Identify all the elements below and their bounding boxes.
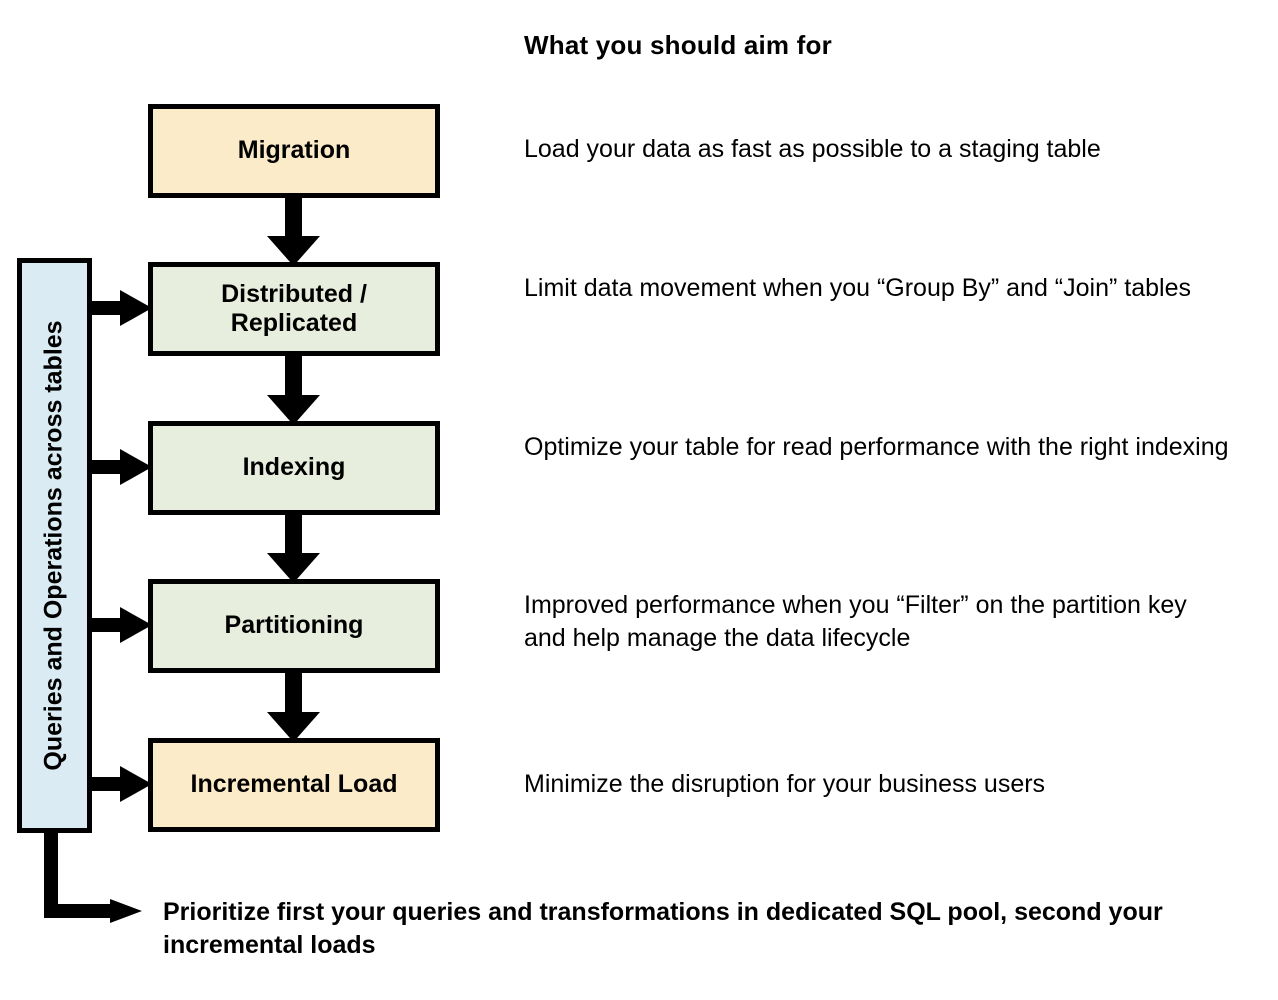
arrow-migration-to-distributed <box>267 196 320 266</box>
description-migration: Load your data as fast as possible to a … <box>524 135 1101 163</box>
arrow-sidebar-to-partitioning <box>88 607 152 643</box>
description-distributed-replicated: Limit data movement when you “Group By” … <box>524 274 1191 302</box>
takeaway-text: Prioritize first your queries and transf… <box>163 898 1163 960</box>
arrow-sidebar-to-takeaway <box>44 833 142 923</box>
process-box-distributed-line-2: Replicated <box>230 309 358 337</box>
queries-operations-band: Queries and Operations across tables <box>17 258 92 833</box>
arrow-distributed-to-indexing <box>267 354 320 425</box>
arrow-partitioning-to-incremental <box>267 671 320 742</box>
arrow-sidebar-to-indexing <box>88 449 152 485</box>
description-partitioning: Improved performance when you “Filter” o… <box>524 591 1187 653</box>
process-box-distributed-line-1: Distributed / <box>221 279 367 308</box>
description-indexing: Optimize your table for read performance… <box>524 433 1229 461</box>
process-box-migration[interactable]: Migration <box>148 104 440 198</box>
process-box-incremental-load[interactable]: Incremental Load <box>148 738 440 832</box>
process-box-distributed-replicated-label: Distributed / Replicated <box>221 280 367 339</box>
description-incremental-load: Minimize the disruption for your busines… <box>524 770 1046 798</box>
arrow-sidebar-to-incremental <box>88 766 152 802</box>
process-box-indexing-label: Indexing <box>242 453 346 482</box>
arrow-indexing-to-partitioning <box>267 513 320 583</box>
page-title: What you should aim for <box>524 30 832 60</box>
process-box-distributed-replicated[interactable]: Distributed / Replicated <box>148 262 440 356</box>
process-box-migration-label: Migration <box>237 136 351 165</box>
process-box-partitioning-label: Partitioning <box>224 611 364 640</box>
arrow-sidebar-to-distributed <box>88 290 152 326</box>
process-box-incremental-load-label: Incremental Load <box>190 770 398 799</box>
process-box-partitioning[interactable]: Partitioning <box>148 579 440 673</box>
queries-operations-band-label: Queries and Operations across tables <box>40 320 69 771</box>
process-box-indexing[interactable]: Indexing <box>148 421 440 515</box>
